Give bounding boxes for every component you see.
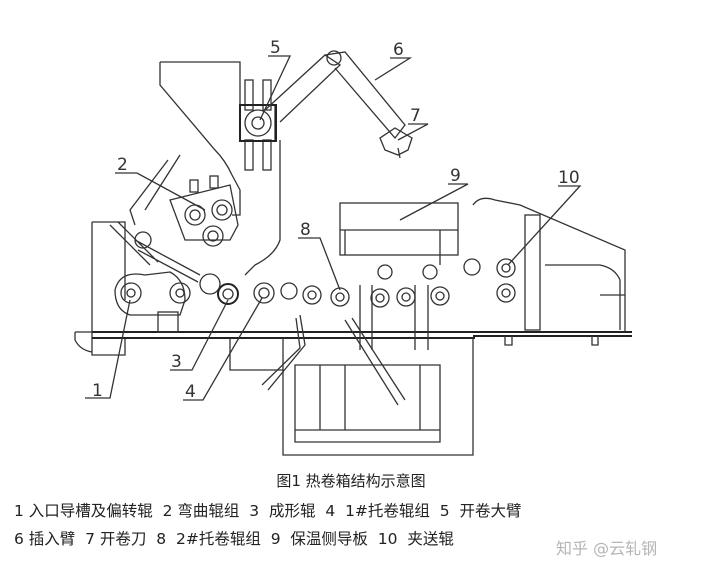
hot-coil-box-diagram: 1 2 3 4 5 6 7 8 9 10 [74,38,632,456]
label-3: 3 [171,352,182,372]
watermark: 知乎 @云轧钢 [556,539,658,558]
right-table [472,197,632,346]
label-7: 7 [410,106,421,126]
label-6: 6 [393,40,404,60]
hood-frame [129,61,281,276]
label-10: 10 [558,168,580,188]
label-1: 1 [92,381,103,401]
part-labels: 1 2 3 4 5 6 7 8 9 10 [85,38,582,402]
coil-pit [282,338,474,456]
label-9: 9 [450,166,461,186]
legend-line-1: 1 入口导槽及偏转辊 2 弯曲辊组 3 成形辊 4 1#托卷辊组 5 开卷大臂 [14,502,522,520]
uncoiling-arm [239,50,413,171]
label-8: 8 [300,220,311,240]
label-2: 2 [117,155,128,175]
bending-rolls [109,175,239,295]
heat-retaining-side-guide [339,202,459,265]
base-frame [74,221,475,371]
legend-line-2: 6 插入臂 7 开卷刀 8 2#托卷辊组 9 保温侧导板 10 夹送辊 [14,530,454,548]
label-4: 4 [185,382,196,402]
figure-caption: 图1 热卷箱结构示意图 [276,472,426,490]
rollers [114,258,516,406]
label-5: 5 [270,38,281,58]
